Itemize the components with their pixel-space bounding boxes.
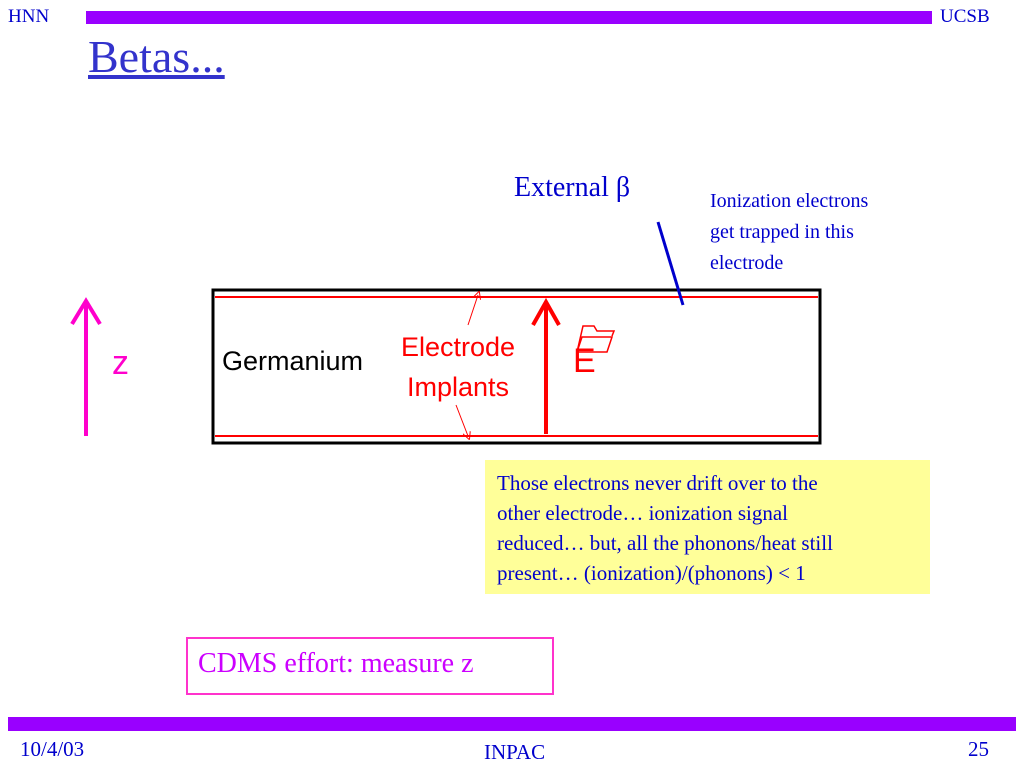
e-label: E	[573, 342, 596, 380]
header-left-label: HNN	[8, 6, 50, 27]
e-field-arrow	[531, 297, 561, 434]
z-arrow	[70, 297, 102, 436]
explanation-line: reduced… but, all the phonons/heat still	[497, 531, 833, 555]
external-beta-label: External β	[514, 172, 631, 203]
ionization-note: Ionization electrons get trapped in this…	[710, 186, 868, 279]
header-bar	[86, 11, 932, 24]
explanation-line: other electrode… ionization signal	[497, 501, 788, 525]
z-label: z	[112, 344, 129, 382]
footer-bar	[8, 717, 1016, 731]
ionization-note-line: electrode	[710, 252, 784, 274]
beta-track-line	[656, 221, 685, 306]
germanium-detector-box	[211, 288, 822, 445]
cdms-effort-box: CDMS effort: measure z	[186, 637, 554, 695]
electrode-implants-line: Electrode	[400, 332, 516, 362]
footer-page-number: 25	[968, 737, 989, 761]
header-right-label: UCSB	[940, 6, 990, 27]
explanation-line: Those electrons never drift over to the	[497, 471, 818, 495]
explanation-box: Those electrons never drift over to the …	[485, 460, 930, 594]
footer-date: 10/4/03	[20, 737, 85, 761]
ionization-note-line: get trapped in this	[710, 221, 854, 243]
electrode-implants-line: Implants	[406, 372, 510, 402]
implant-pointer-top	[467, 295, 478, 326]
slide-title: Betas...	[88, 31, 225, 82]
ionization-note-line: Ionization electrons	[710, 190, 869, 212]
footer-center: INPAC	[484, 740, 546, 764]
electrode-implants-label: Electrode Implants	[386, 327, 530, 407]
cdms-effort-text: CDMS effort: measure z	[198, 648, 474, 679]
germanium-label: Germanium	[222, 346, 364, 376]
vector-glyph-icon	[575, 325, 616, 353]
implant-pointer-bottom	[455, 404, 468, 436]
explanation-line: present… (ionization)/(phonons) < 1	[497, 561, 806, 585]
